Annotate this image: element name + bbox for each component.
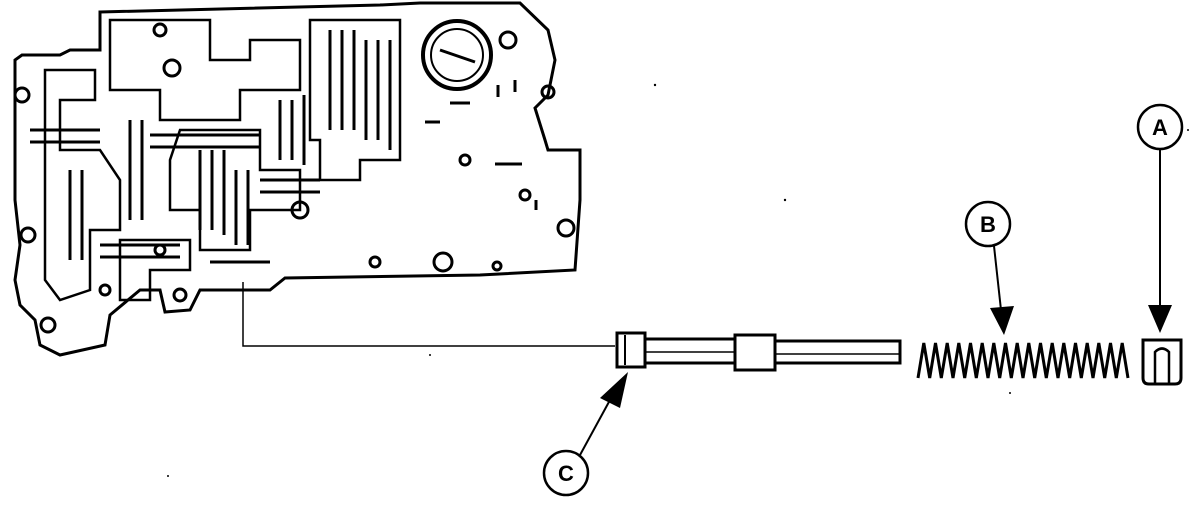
- bolt-hole: [152, 22, 168, 38]
- callout-a-arrowhead: [1148, 305, 1172, 333]
- callout-a-label: A: [1152, 115, 1168, 140]
- callout-c-label: C: [558, 461, 574, 486]
- bolt-hole: [518, 188, 532, 202]
- retainer-clip-body: [1141, 338, 1183, 386]
- bolt-hole: [556, 218, 576, 238]
- valve-body-channels-horizontal: [30, 128, 320, 264]
- bolt-hole: [540, 84, 556, 100]
- valve-body-channels: [68, 30, 392, 260]
- callout-b-label: B: [980, 212, 996, 237]
- scan-specks: [167, 83, 1189, 477]
- valve-body-inner-wall: [43, 68, 122, 302]
- assembly-leader-line: [242, 282, 615, 347]
- bolt-hole: [432, 251, 454, 273]
- valve-stem-end: [773, 339, 902, 365]
- bolt-hole: [458, 153, 472, 167]
- bolt-hole: [491, 260, 503, 272]
- callout-b-leader: [993, 245, 1002, 311]
- bolt-hole: [19, 226, 37, 244]
- callout-c-circle: [542, 449, 590, 497]
- bolt-hole: [39, 316, 57, 334]
- callout-a: A: [1136, 103, 1184, 333]
- valve-body-bore: [421, 19, 493, 91]
- bolt-hole: [153, 243, 167, 257]
- spring-coil: [916, 342, 1130, 379]
- callout-b-arrowhead: [990, 306, 1014, 335]
- bolt-hole: [98, 283, 112, 297]
- callout-c-leader: [579, 399, 611, 456]
- callout-b: B: [964, 200, 1014, 335]
- valve: [615, 331, 902, 372]
- bolt-hole: [162, 58, 182, 78]
- valve-body-inner-wall: [168, 128, 302, 252]
- valve-land-middle: [733, 333, 777, 372]
- bolt-hole: [368, 255, 382, 269]
- callout-c: C: [542, 372, 628, 497]
- valve-body-outline: [13, 1, 582, 357]
- retainer-clip: [1141, 338, 1183, 386]
- callout-c-arrowhead: [600, 372, 628, 408]
- valve-land-end: [615, 331, 647, 369]
- valve-body-slots: [425, 80, 538, 210]
- spring: [916, 342, 1130, 379]
- bolt-hole: [498, 30, 518, 50]
- valve-body: [13, 1, 582, 357]
- bolt-hole: [290, 200, 310, 220]
- bolt-hole: [172, 287, 188, 303]
- valve-body-inner-wall: [108, 18, 302, 122]
- valve-stem: [643, 337, 737, 365]
- valve-body-inner-wall: [308, 18, 402, 182]
- bolt-hole: [13, 86, 31, 104]
- retainer-clip-slot: [1153, 347, 1171, 384]
- callout-b-circle: [964, 200, 1012, 248]
- valve-body-bolt-holes: [13, 22, 576, 334]
- valve-body-inner-wall: [118, 238, 192, 302]
